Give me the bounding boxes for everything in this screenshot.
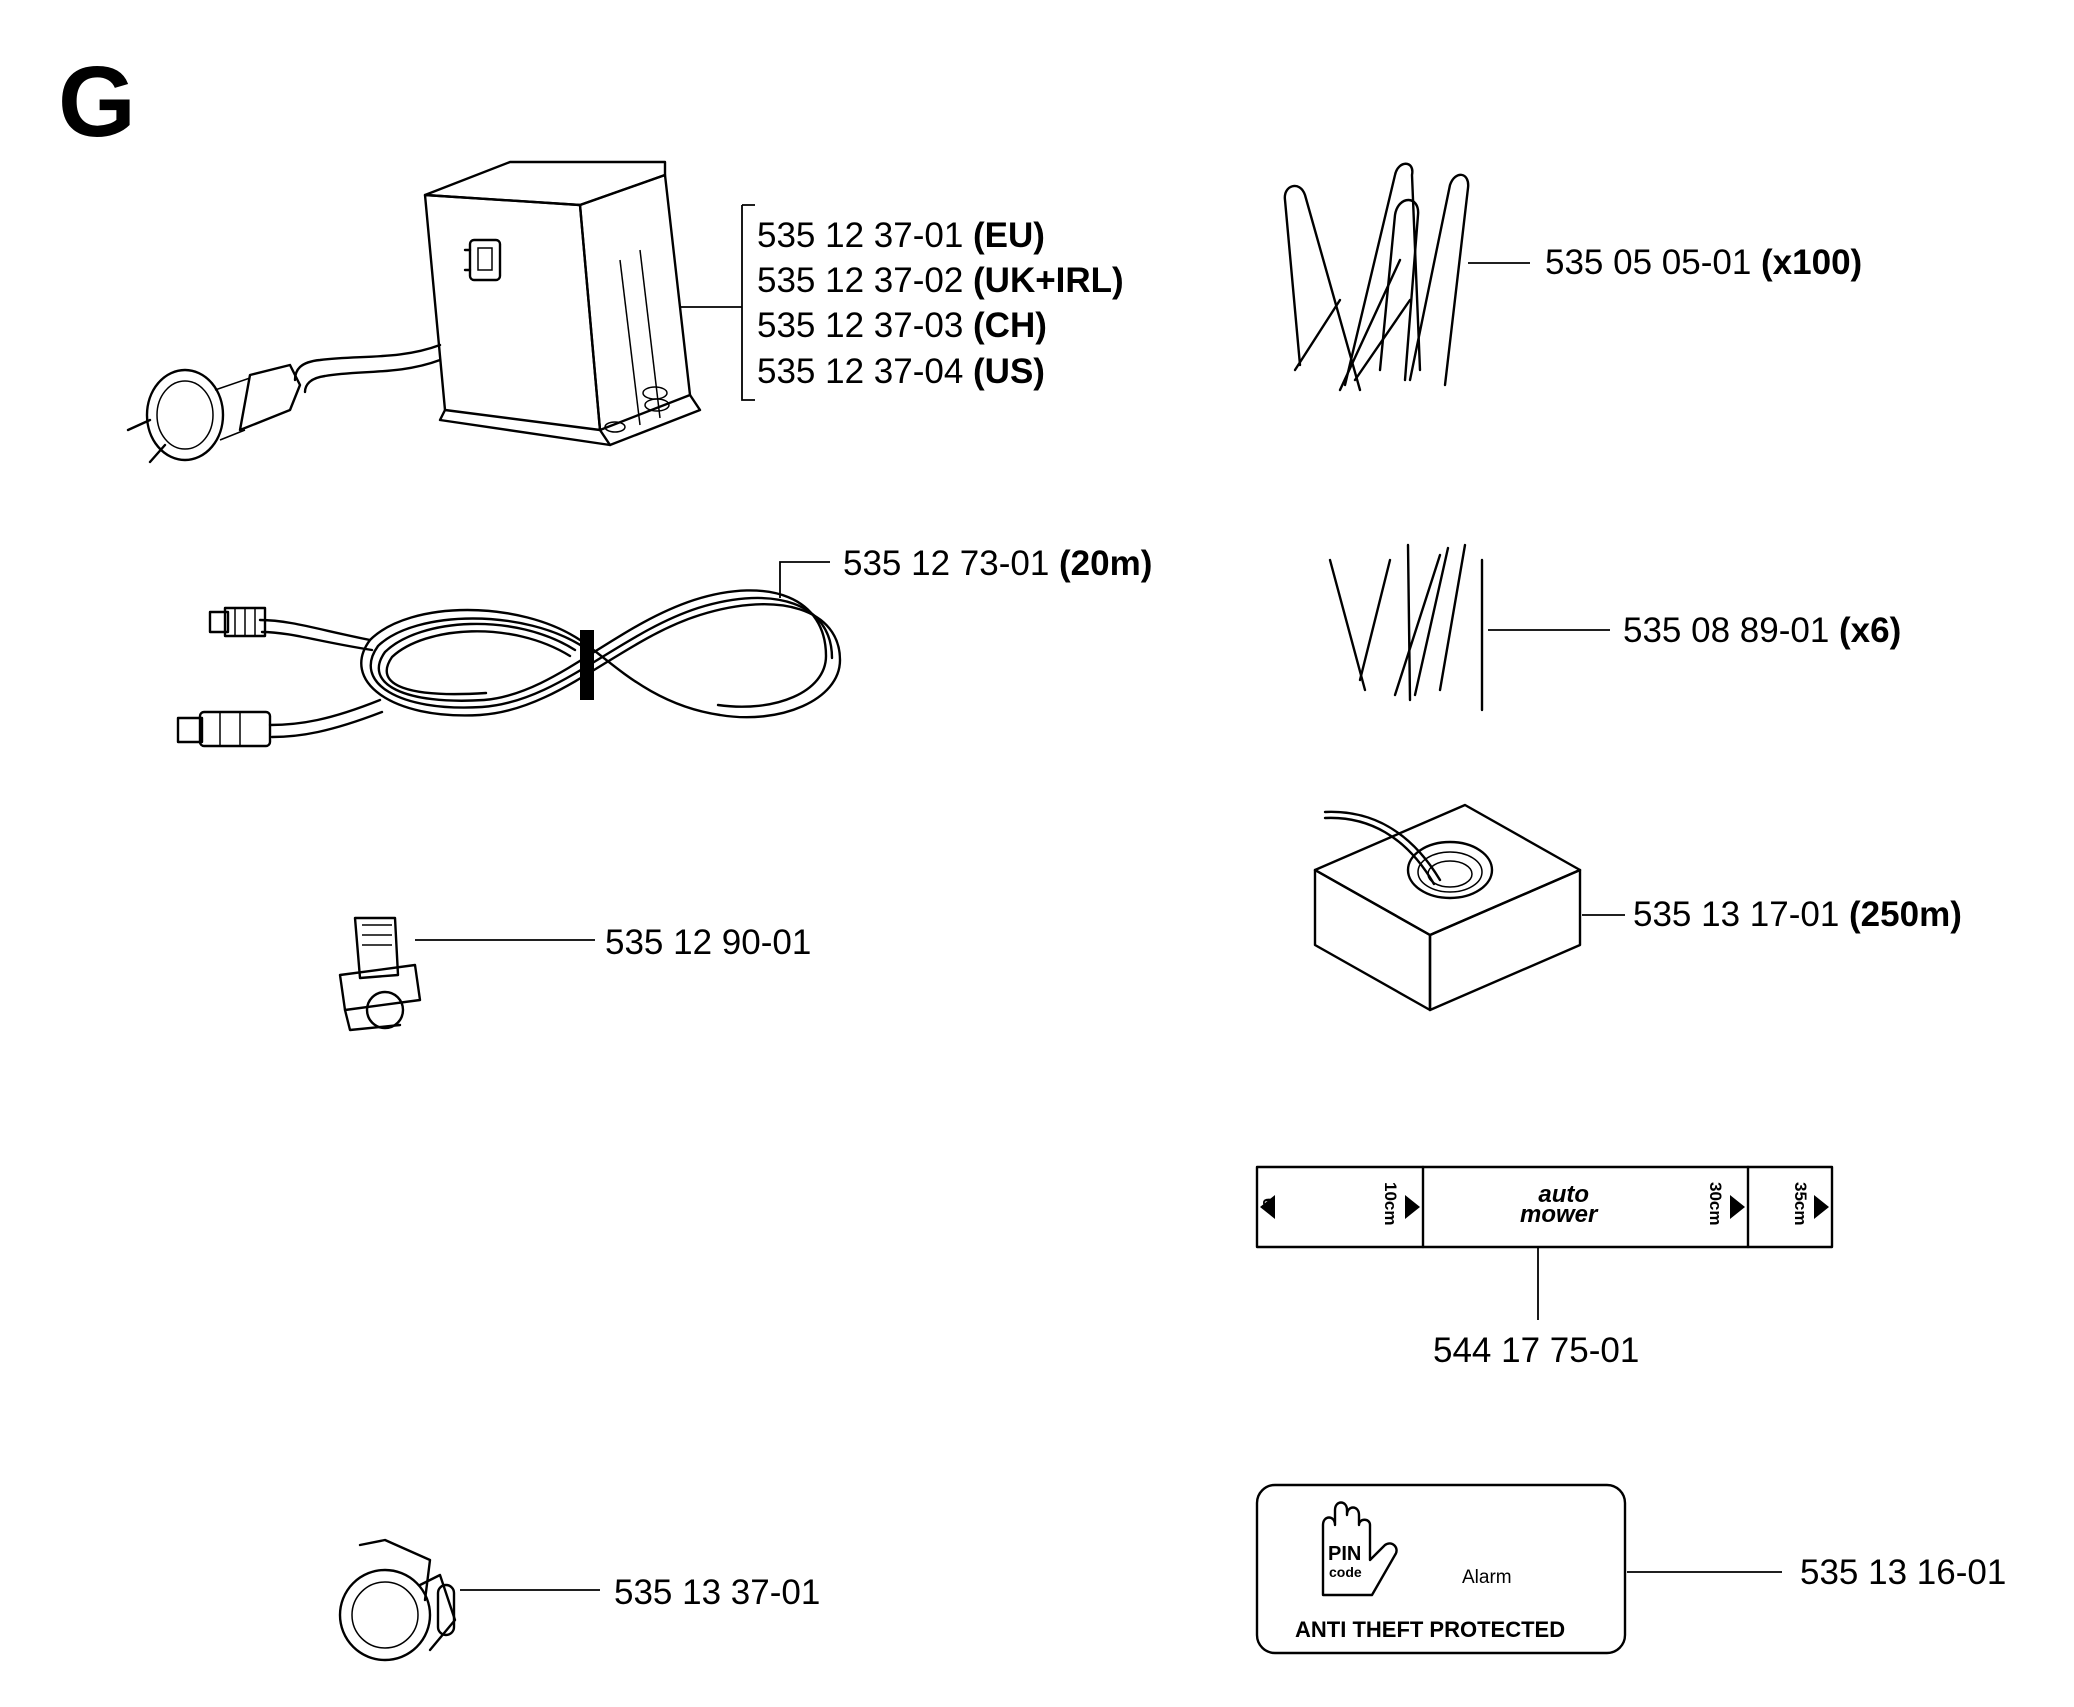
connector-part-label: 535 12 90-01 [605,923,812,962]
decal-alarm: Alarm [1462,1567,1512,1588]
section-letter: G [58,46,136,158]
decal-anti-theft-text: ANTI THEFT PROTECTED [1295,1617,1566,1642]
power-supply-variant-eu: 535 12 37-01 (EU) [757,216,1045,255]
gauge-logo-line2: mower [1520,1201,1598,1228]
pegs-part-label: 535 05 05-01 (x100) [1545,243,1863,282]
decal-code: code [1329,1564,1362,1580]
decal-pin: PIN [1328,1543,1362,1565]
power-supply-variant-uk: 535 12 37-02 (UK+IRL) [757,261,1124,300]
gauge-logo: auto mower [1520,1181,1597,1227]
gauge-mark-35cm: 35cm [1791,1182,1810,1226]
coupler-illustration [338,1538,457,1662]
connector-illustration [338,916,422,1032]
decal-part-label: 535 13 16-01 [1800,1553,2007,1592]
gauge-part-label: 544 17 75-01 [1433,1331,1640,1370]
measuring-gauge-illustration [1255,1165,1834,1249]
coupler-part-label: 535 13 37-01 [614,1573,821,1612]
gauge-mark-10cm: 10cm [1381,1182,1400,1226]
wire-part-label: 535 13 17-01 (250m) [1633,895,1962,934]
power-supply-variant-ch: 535 12 37-03 (CH) [757,306,1047,345]
power-supply-variant-us: 535 12 37-04 (US) [757,352,1045,391]
cable-coil-illustration [176,589,842,748]
wire-box-illustration [1313,803,1582,1012]
gauge-mark-0: 0 [1259,1198,1278,1208]
cable-part-label: 535 12 73-01 (20m) [843,544,1153,583]
gauge-mark-30cm: 30cm [1706,1182,1725,1226]
power-supply-illustration [126,160,702,464]
nails-illustration [1328,543,1484,712]
theft-decal-illustration [1255,1483,1627,1655]
pegs-illustration [1283,162,1470,392]
gauge-logo-line1: auto [1538,1181,1590,1208]
nails-part-label: 535 08 89-01 (x6) [1623,611,1902,650]
